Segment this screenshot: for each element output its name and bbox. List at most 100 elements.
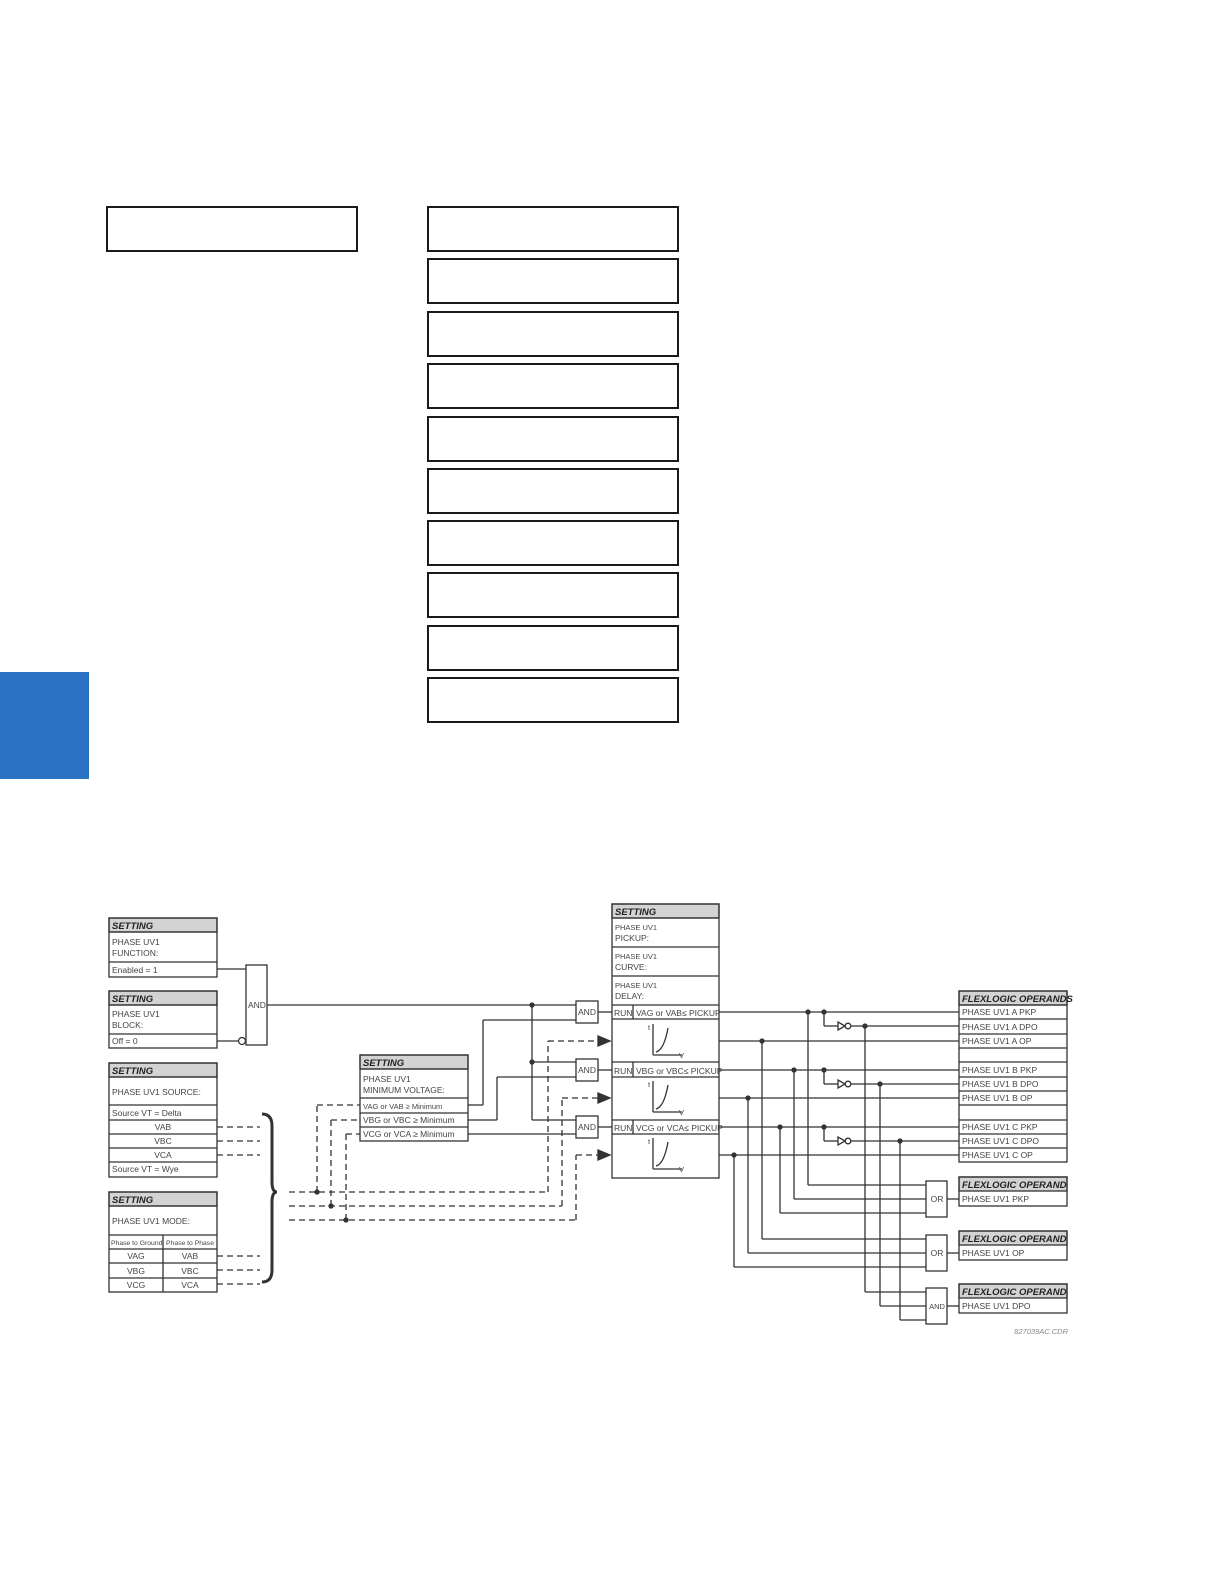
and-gate-b-label: AND — [578, 1065, 596, 1075]
setting-mode-col2: Phase to Phase — [166, 1240, 214, 1247]
setting-source-header: SETTING — [112, 1066, 154, 1077]
pickup-condition-c: VCG or VCA≤ PICKUP — [636, 1123, 723, 1133]
setting-source-vca: VCA — [154, 1150, 172, 1160]
menu-box-1 — [106, 206, 358, 252]
curve-graph-b — [652, 1081, 682, 1113]
and-gate-dpo-label: AND — [929, 1302, 945, 1311]
flexlogic-operand-op — [958, 1230, 1068, 1261]
setting-mode-header: SETTING — [112, 1195, 154, 1206]
curve-c-t-label: t — [648, 1137, 651, 1146]
operand-c-dpo: PHASE UV1 C DPO — [962, 1136, 1039, 1146]
operand-pkp-item: PHASE UV1 PKP — [962, 1194, 1029, 1204]
operand-c-pkp: PHASE UV1 C PKP — [962, 1122, 1038, 1132]
operand-op-header: FLEXLOGIC OPERAND — [962, 1234, 1067, 1245]
menu-box-4 — [427, 311, 679, 357]
inverter-a — [821, 1009, 959, 1032]
setting-curve-name-2: CURVE: — [615, 962, 647, 972]
operand-pkp-header: FLEXLOGIC OPERAND — [962, 1180, 1067, 1191]
setting-function-value: Enabled = 1 — [112, 965, 158, 975]
setting-block-name-1: PHASE UV1 — [112, 1009, 160, 1019]
setting-source-vbc: VBC — [154, 1136, 171, 1146]
setting-block-value: Off = 0 — [112, 1036, 138, 1046]
menu-box-11 — [427, 677, 679, 723]
setting-source-block — [108, 1062, 218, 1178]
setting-mode-name: PHASE UV1 MODE: — [112, 1216, 190, 1226]
operand-b-dpo: PHASE UV1 B DPO — [962, 1079, 1039, 1089]
setting-mode-r1c1: VAG — [127, 1251, 144, 1261]
inverter-b — [821, 1067, 959, 1090]
operand-c-op: PHASE UV1 C OP — [962, 1150, 1033, 1160]
setting-delay-name-1: PHASE UV1 — [615, 981, 657, 990]
setting-mode-r3c2: VCA — [181, 1280, 199, 1290]
setting-source-name: PHASE UV1 SOURCE: — [112, 1087, 201, 1097]
pickup-condition-b: VBG or VBC≤ PICKUP — [636, 1066, 723, 1076]
inverter-c — [821, 1124, 959, 1147]
chapter-side-tab — [0, 672, 89, 779]
setting-delay-name-2: DELAY: — [615, 991, 644, 1001]
or-gate-op-label: OR — [931, 1248, 944, 1258]
pickup-condition-a: VAG or VAB≤ PICKUP — [636, 1008, 721, 1018]
curve-graph-c — [652, 1138, 682, 1170]
setting-block-block — [108, 990, 218, 1049]
setting-function-header: SETTING — [112, 921, 154, 932]
or-gate-pkp-label: OR — [931, 1194, 944, 1204]
run-label-b: RUN — [614, 1066, 632, 1076]
setting-source-wye: Source VT = Wye — [112, 1164, 179, 1174]
flexlogic-operand-dpo — [958, 1283, 1068, 1314]
setting-block-header: SETTING — [112, 994, 154, 1005]
operand-a-pkp: PHASE UV1 A PKP — [962, 1007, 1037, 1017]
operands-main-header: FLEXLOGIC OPERANDS — [962, 994, 1074, 1005]
setting-mode-r2c2: VBC — [181, 1266, 198, 1276]
operand-dpo-header: FLEXLOGIC OPERAND — [962, 1287, 1067, 1298]
flexlogic-operand-pkp — [958, 1176, 1068, 1207]
setting-pickup-block — [611, 903, 720, 1179]
setting-function-block — [108, 917, 218, 978]
and-gate-a-label: AND — [578, 1007, 596, 1017]
menu-box-5 — [427, 363, 679, 409]
operand-a-dpo: PHASE UV1 A DPO — [962, 1022, 1038, 1032]
curve-a-t-label: t — [648, 1023, 651, 1032]
and-gate-c-label: AND — [578, 1122, 596, 1132]
setting-mode-col1: Phase to Ground — [111, 1240, 163, 1247]
menu-box-8 — [427, 520, 679, 566]
setting-function-name-1: PHASE UV1 — [112, 937, 160, 947]
menu-box-7 — [427, 468, 679, 514]
menu-box-10 — [427, 625, 679, 671]
operand-b-pkp: PHASE UV1 B PKP — [962, 1065, 1037, 1075]
setting-minvolt-row-a: VAG or VAB ≥ Minimum — [363, 1102, 442, 1111]
curve-c-v-label: V — [679, 1165, 684, 1174]
menu-box-9 — [427, 572, 679, 618]
setting-mode-block — [108, 1191, 218, 1293]
setting-source-delta: Source VT = Delta — [112, 1108, 182, 1118]
setting-minvolt-header: SETTING — [363, 1058, 405, 1069]
operand-dpo-item: PHASE UV1 DPO — [962, 1301, 1031, 1311]
setting-mode-r1c2: VAB — [182, 1251, 199, 1261]
operand-op-item: PHASE UV1 OP — [962, 1248, 1025, 1258]
setting-minvolt-name-1: PHASE UV1 — [363, 1074, 411, 1084]
setting-pickup-header: SETTING — [615, 907, 657, 918]
curve-b-t-label: t — [648, 1080, 651, 1089]
setting-pickup-name-1: PHASE UV1 — [615, 923, 657, 932]
setting-min-voltage-block — [359, 1054, 469, 1142]
setting-pickup-name-2: PICKUP: — [615, 933, 649, 943]
setting-minvolt-name-2: MINIMUM VOLTAGE: — [363, 1085, 445, 1095]
setting-source-vab: VAB — [155, 1122, 172, 1132]
menu-box-3 — [427, 258, 679, 304]
curve-a-v-label: V — [679, 1051, 684, 1060]
setting-minvolt-row-c: VCG or VCA ≥ Minimum — [363, 1129, 455, 1139]
operand-b-op: PHASE UV1 B OP — [962, 1093, 1033, 1103]
setting-curve-name-1: PHASE UV1 — [615, 952, 657, 961]
menu-box-2 — [427, 206, 679, 252]
flexlogic-operands-main — [958, 990, 1068, 1163]
menu-box-6 — [427, 416, 679, 462]
run-label-c: RUN — [614, 1123, 632, 1133]
operand-a-op: PHASE UV1 A OP — [962, 1036, 1032, 1046]
curve-b-v-label: V — [679, 1108, 684, 1117]
setting-mode-r2c1: VBG — [127, 1266, 145, 1276]
drawing-code: 827039AC.CDR — [1014, 1327, 1068, 1336]
and-gate-main-label: AND — [248, 1000, 266, 1010]
setting-minvolt-row-b: VBG or VBC ≥ Minimum — [363, 1115, 455, 1125]
setting-function-name-2: FUNCTION: — [112, 948, 158, 958]
curve-graph-a — [652, 1024, 682, 1056]
